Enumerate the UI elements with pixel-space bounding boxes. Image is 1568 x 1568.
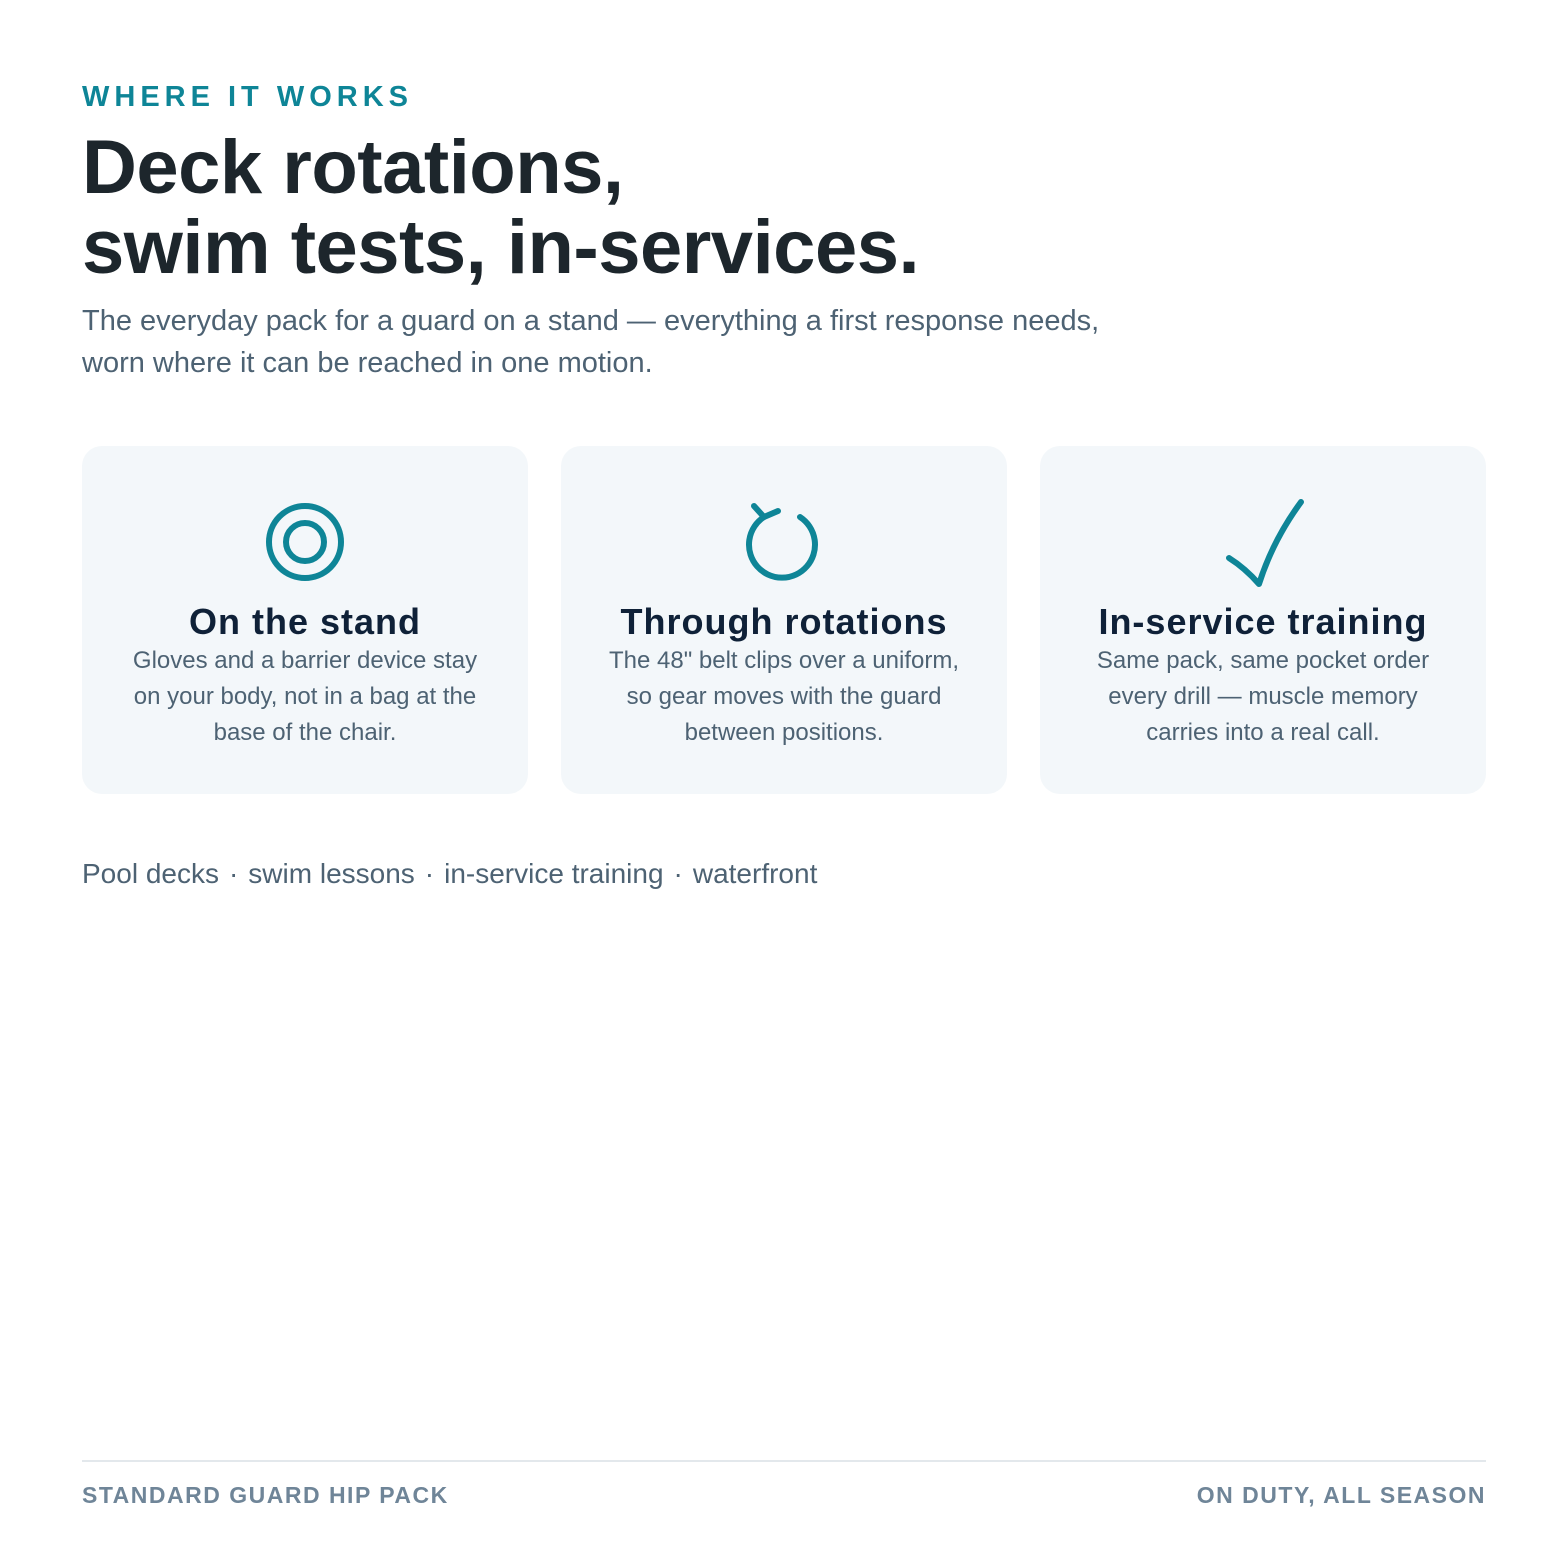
card-title: In-service training <box>1098 601 1428 642</box>
card-title: On the stand <box>188 601 421 642</box>
card-body-line: every drill — muscle memory <box>1108 683 1418 710</box>
card-body: Gloves and a barrier device stay on your… <box>112 643 498 751</box>
card-body-line: carries into a real call. <box>1146 719 1380 746</box>
rotate-icon <box>561 496 1007 588</box>
lede-paragraph: The everyday pack for a guard on a stand… <box>82 300 1222 384</box>
tag-separator: · <box>228 858 239 889</box>
feature-card-through-rotations: Through rotations The 48" belt clips ove… <box>561 446 1007 794</box>
headline-line-2: swim tests, in-services. <box>82 205 920 290</box>
tag-separator: · <box>424 858 435 889</box>
section-eyebrow: WHERE IT WORKS <box>82 81 413 113</box>
lede-line-2: worn where it can be reached in one moti… <box>82 347 653 379</box>
page-headline: Deck rotations, swim tests, in-services. <box>82 125 920 290</box>
lede-line-1: The everyday pack for a guard on a stand… <box>82 305 1100 337</box>
card-body-line: Gloves and a barrier device stay <box>132 647 478 674</box>
footer-divider <box>82 1460 1486 1462</box>
card-body: Same pack, same pocket order every drill… <box>1070 643 1456 751</box>
use-case-tags: Pool decks · swim lessons · in-service train… <box>82 856 817 892</box>
tag-in-service-training: in-service training <box>444 858 664 889</box>
card-body-line: between positions. <box>684 719 884 746</box>
target-icon <box>82 496 528 588</box>
card-body-line: on your body, not in a bag at the <box>133 683 477 710</box>
feature-cards: On the stand Gloves and a barrier device… <box>82 446 1486 794</box>
tag-waterfront: waterfront <box>692 858 818 889</box>
card-body: The 48" belt clips over a uniform, so ge… <box>591 643 977 751</box>
footer-tagline: ON DUTY, ALL SEASON <box>1196 1482 1486 1508</box>
card-body-line: Same pack, same pocket order <box>1096 647 1430 674</box>
card-title: Through rotations <box>620 601 948 642</box>
tag-pool-decks: Pool decks <box>82 858 219 889</box>
card-body-line: The 48" belt clips over a uniform, <box>608 647 959 674</box>
card-body-line: so gear moves with the guard <box>626 683 942 710</box>
tag-separator: · <box>673 858 683 889</box>
tag-swim-lessons: swim lessons <box>248 858 415 889</box>
headline-line-1: Deck rotations, <box>82 125 624 210</box>
check-icon <box>1040 496 1486 588</box>
footer-product-name: STANDARD GUARD HIP PACK <box>82 1482 449 1508</box>
card-body-line: base of the chair. <box>213 719 397 746</box>
feature-card-in-service-training: In-service training Same pack, same pock… <box>1040 446 1486 794</box>
feature-card-on-the-stand: On the stand Gloves and a barrier device… <box>82 446 528 794</box>
